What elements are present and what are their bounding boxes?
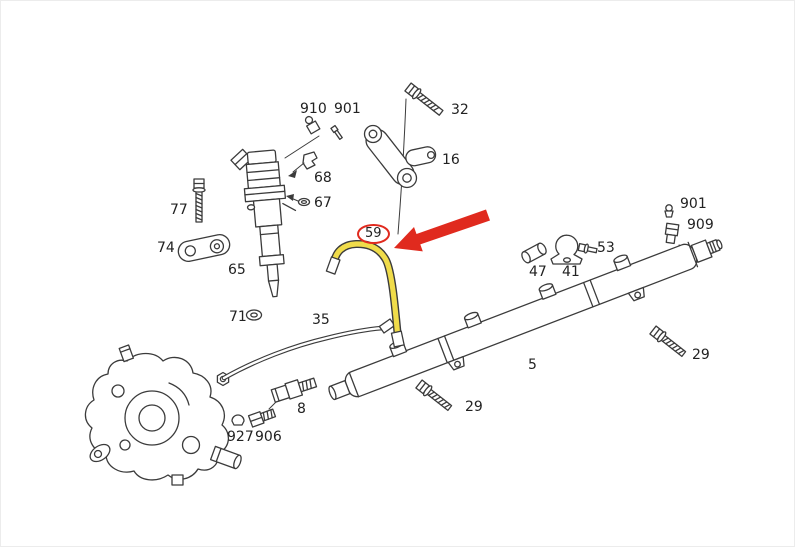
part-label-29-bottom: 29 <box>465 399 483 415</box>
part-label-909: 909 <box>687 217 714 233</box>
spacer-47 <box>521 242 547 264</box>
bracket-16 <box>363 124 437 189</box>
injector-65 <box>230 148 297 298</box>
part-label-32: 32 <box>451 102 469 118</box>
fuel-line-59-highlighted <box>325 239 405 348</box>
screw-901-top-icon <box>330 124 343 140</box>
rail-mount-tab <box>627 286 645 302</box>
pressure-sensor-8 <box>270 377 318 403</box>
part-label-5: 5 <box>528 357 537 373</box>
part-label-901-right: 901 <box>680 196 707 212</box>
screw-53 <box>577 242 598 254</box>
part-label-74: 74 <box>157 240 175 256</box>
bolt-77 <box>192 178 206 223</box>
part-label-8: 8 <box>297 401 306 417</box>
part-label-910: 910 <box>300 101 327 117</box>
part-label-906: 906 <box>255 429 282 445</box>
clamp-910-icon <box>304 115 321 135</box>
part-label-927: 927 <box>227 429 254 445</box>
nut-71 <box>245 309 263 321</box>
fuel-rail-5 <box>328 239 723 401</box>
part-label-65: 65 <box>228 262 246 278</box>
part-label-47: 47 <box>529 264 547 280</box>
part-label-67: 67 <box>314 195 332 211</box>
valve-906 <box>247 408 277 428</box>
bolt-32 <box>404 82 444 116</box>
bolt-29-right <box>649 325 687 358</box>
part-label-71: 71 <box>229 309 247 325</box>
part-label-53: 53 <box>597 240 615 256</box>
highlight-arrow <box>394 209 490 252</box>
holder-74 <box>177 234 231 262</box>
part-label-41: 41 <box>562 264 580 280</box>
clip-927 <box>231 414 245 426</box>
fuel-line-35 <box>221 318 396 381</box>
high-pressure-pump <box>84 344 242 486</box>
cap-901-right-icon <box>664 204 674 218</box>
bolt-29-bottom <box>415 379 453 412</box>
part-label-29-right: 29 <box>692 347 710 363</box>
part-label-68: 68 <box>314 170 332 186</box>
part-label-16: 16 <box>442 152 460 168</box>
part-label-35: 35 <box>312 312 330 328</box>
clip-68 <box>288 151 318 178</box>
oring-67 <box>286 194 311 207</box>
part-label-901-top: 901 <box>334 101 361 117</box>
clamp-41 <box>550 234 583 265</box>
part-label-77: 77 <box>170 202 188 218</box>
rail-mount-tab <box>447 355 465 371</box>
part-label-59-circled: 59 <box>357 224 390 244</box>
sensor-909-icon <box>664 222 680 245</box>
